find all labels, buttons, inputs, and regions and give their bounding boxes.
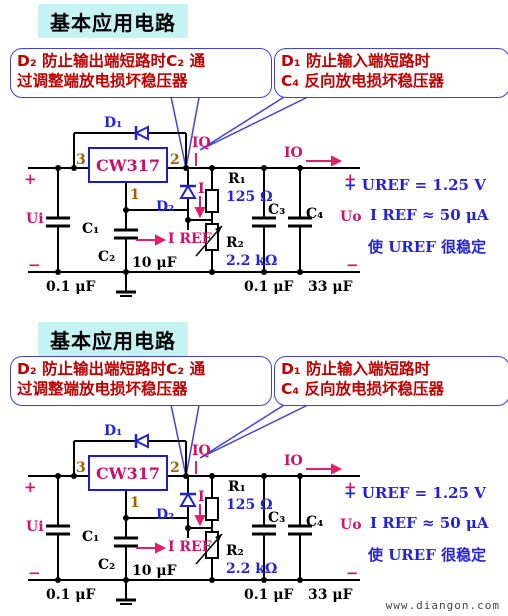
i-label: I — [198, 181, 205, 197]
circuit-wiring — [28, 397, 360, 605]
c2-value: 10 μF — [132, 255, 177, 271]
callout-right-pointer — [199, 399, 319, 459]
c3-value: 0.1 μF — [244, 279, 294, 295]
uref-equation: + UREF = 1.25 V — [344, 176, 486, 194]
c2-label: C₂ — [98, 557, 116, 573]
r1-value: 125 Ω — [226, 497, 273, 513]
cw317-regulator: CW317 — [88, 147, 168, 183]
callout-d2-note: D₂ 防止输出端短路时C₂ 通 过调整端放电损坏稳压器 — [10, 48, 272, 98]
c4-value: 33 μF — [308, 587, 353, 603]
panel-title: 基本应用电路 — [38, 4, 188, 38]
d1-diode — [133, 433, 149, 449]
callout-left-line1: D₂ 防止输出端短路时C₂ 通 — [17, 360, 206, 378]
r2-label: R₂ — [226, 543, 244, 559]
uref-stable-note: 使 UREF 很稳定 — [368, 238, 487, 256]
minus-left: − — [28, 564, 41, 582]
c4-value: 33 μF — [308, 279, 353, 295]
iref-label: I REF — [168, 231, 212, 247]
iref-equation: I REF ≈ 50 μA — [370, 206, 489, 224]
r1-label: R₁ — [228, 171, 246, 187]
callout-right-pointer — [199, 91, 319, 151]
r1-label: R₁ — [228, 479, 246, 495]
pin2-label: 2 — [170, 460, 180, 476]
c4-label: C₄ — [306, 514, 324, 530]
c1-label: C₁ — [82, 221, 100, 237]
c4-label: C₄ — [306, 206, 324, 222]
r2-value: 2.2 kΩ — [226, 561, 278, 577]
r1-resistor — [205, 189, 219, 213]
callout-d1-note: D₁ 防止输入端短路时 C₄ 反向放电损坏稳压器 — [274, 356, 508, 406]
callout-right-line2: C₄ 反向放电损坏稳压器 — [281, 380, 445, 398]
r2-label: R₂ — [226, 235, 244, 251]
pin3-label: 3 — [76, 460, 86, 476]
callout-right-line1: D₁ 防止输入端短路时 — [281, 52, 431, 70]
c1-value: 0.1 μF — [46, 587, 96, 603]
c1-value: 0.1 μF — [46, 279, 96, 295]
pin2-label: 2 — [170, 152, 180, 168]
io-label: IO — [284, 145, 303, 161]
minus-right: − — [346, 564, 359, 582]
callout-right-line1: D₁ 防止输入端短路时 — [281, 360, 431, 378]
d2-diode — [179, 492, 197, 507]
plus-right: + — [344, 478, 357, 496]
uo-label: Uo — [340, 209, 362, 225]
iref-label: I REF — [168, 539, 212, 555]
c2-value: 10 μF — [132, 563, 177, 579]
circuit-panel-top: 基本应用电路 — [10, 4, 508, 297]
callout-d2-note: D₂ 防止输出端短路时C₂ 通 过调整端放电损坏稳压器 — [10, 356, 272, 406]
iref-equation: I REF ≈ 50 μA — [370, 514, 489, 532]
iq-label: IQ — [192, 135, 211, 151]
io-label: IO — [284, 453, 303, 469]
minus-left: − — [28, 256, 41, 274]
cw317-regulator: CW317 — [88, 455, 168, 491]
pin1-label: 1 — [130, 495, 140, 511]
i-label: I — [198, 489, 205, 505]
minus-right: − — [346, 256, 359, 274]
d1-label: D₁ — [104, 115, 123, 131]
c2-label: C₂ — [98, 249, 116, 265]
watermark: www.diangon.com — [385, 599, 500, 612]
c1-label: C₁ — [82, 529, 100, 545]
plus-right: + — [344, 170, 357, 188]
d1-diode — [133, 125, 149, 141]
callout-left-line2: 过调整端放电损坏稳压器 — [17, 380, 188, 398]
d2-label: D₂ — [156, 199, 175, 215]
uref-equation: + UREF = 1.25 V — [344, 484, 486, 502]
callout-left-line2: 过调整端放电损坏稳压器 — [17, 72, 188, 90]
r1-value: 125 Ω — [226, 189, 273, 205]
ui-label: Ui — [26, 519, 44, 535]
iq-label: IQ — [192, 443, 211, 459]
pin1-label: 1 — [130, 187, 140, 203]
c3-label: C₃ — [268, 510, 286, 526]
plus-left: + — [24, 478, 37, 496]
uref-stable-note: 使 UREF 很稳定 — [368, 546, 487, 564]
c3-label: C₃ — [268, 202, 286, 218]
r2-value: 2.2 kΩ — [226, 253, 278, 269]
pin3-label: 3 — [76, 152, 86, 168]
circuit-panel-bottom: 基本应用电路 — [0, 308, 508, 616]
d1-label: D₁ — [104, 423, 123, 439]
callout-right-line2: C₄ 反向放电损坏稳压器 — [281, 72, 445, 90]
callout-left-line1: D₂ 防止输出端短路时C₂ 通 — [17, 52, 206, 70]
panel-title: 基本应用电路 — [38, 322, 188, 356]
r1-resistor — [205, 497, 219, 521]
d2-label: D₂ — [156, 507, 175, 523]
d2-diode — [179, 184, 197, 199]
ui-label: Ui — [26, 211, 44, 227]
plus-left: + — [24, 170, 37, 188]
callout-d1-note: D₁ 防止输入端短路时 C₄ 反向放电损坏稳压器 — [274, 48, 508, 98]
uo-label: Uo — [340, 517, 362, 533]
c3-value: 0.1 μF — [244, 587, 294, 603]
